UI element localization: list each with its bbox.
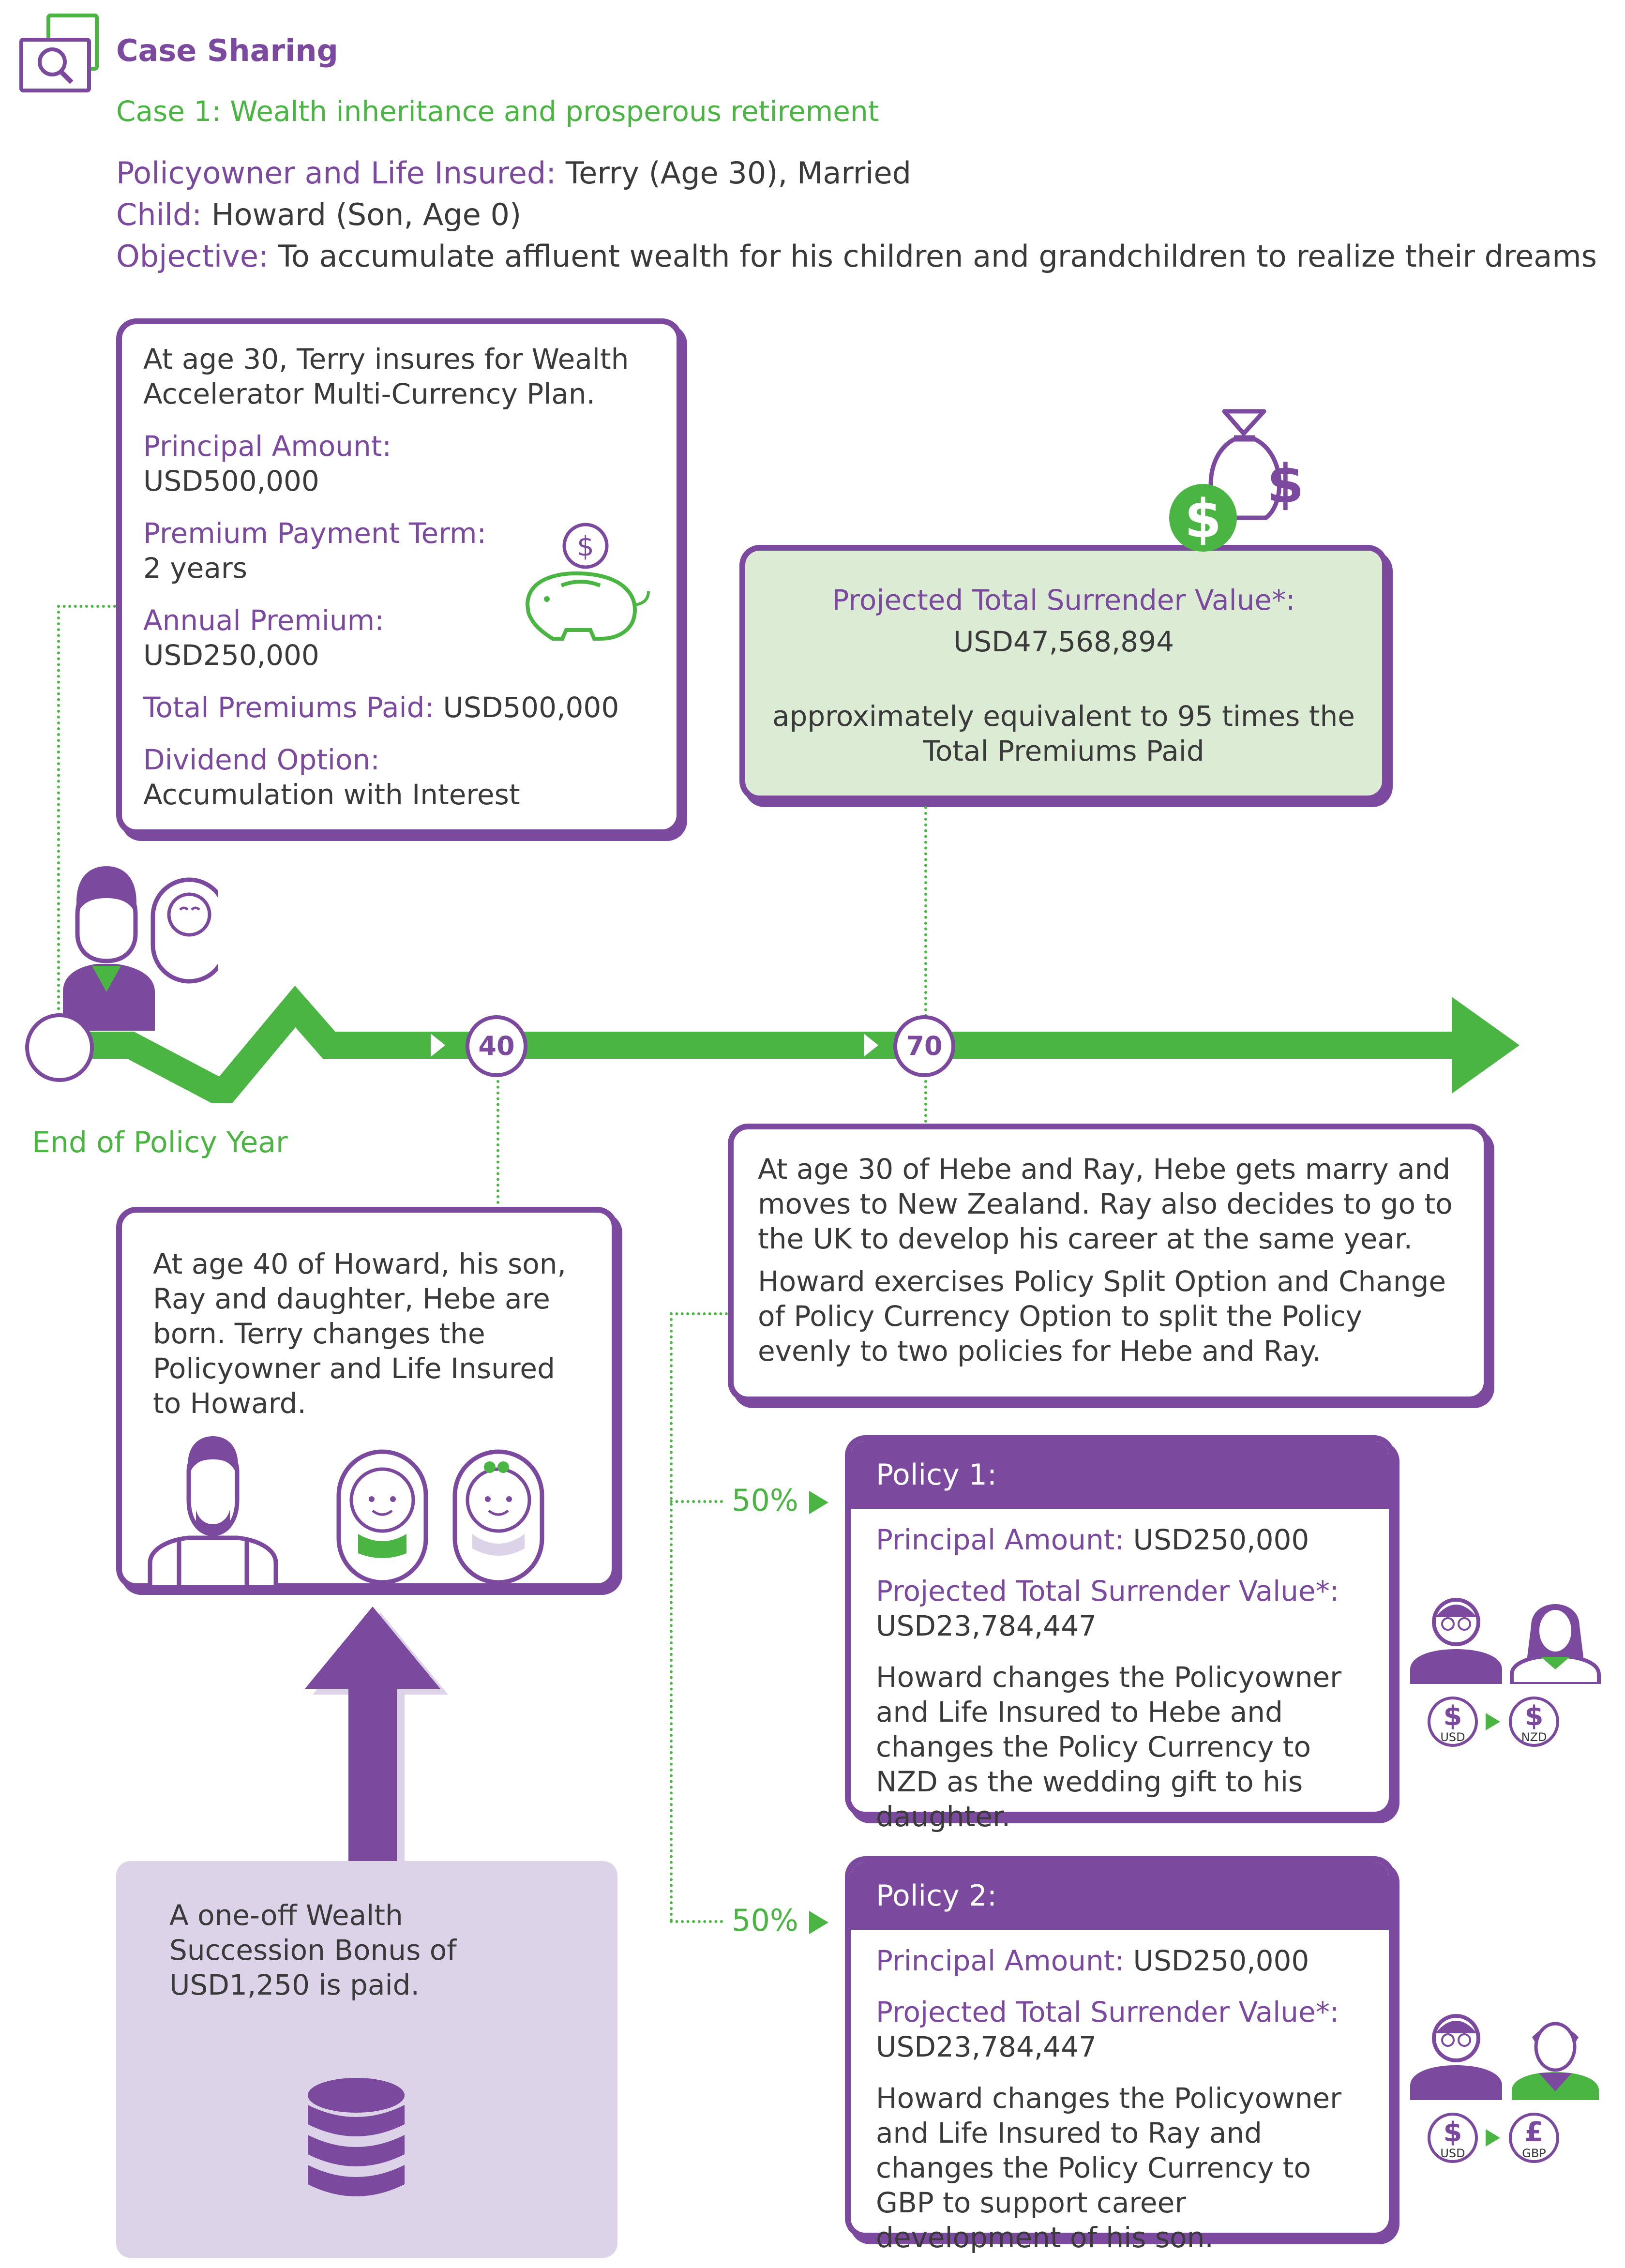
coin-stack-icon [303, 2076, 409, 2202]
split-connector-h [670, 1312, 728, 1315]
policy1-people-icons [1405, 1592, 1609, 1686]
objective-line: Objective: To accumulate affluent wealth… [116, 239, 1597, 274]
policy1-card: Policy 1: Principal Amount: USD250,000 P… [845, 1435, 1395, 1833]
policy2-text: Howard changes the Policyowner and Life … [876, 2082, 1341, 2254]
split1-connector [670, 1500, 723, 1503]
case-sharing-icon [19, 14, 102, 93]
svg-text:$: $ [1267, 453, 1304, 515]
age70-text-1: At age 30 of Hebe and Ray, Hebe gets mar… [758, 1153, 1453, 1255]
money-bag-icon: $ $ [1161, 397, 1326, 552]
timeline-marker-70: 70 [893, 1015, 955, 1077]
term-value: 2 years [143, 552, 247, 585]
family-icons [145, 1432, 547, 1590]
age70-connector [924, 1074, 927, 1123]
timeline-arrow [19, 977, 1520, 1111]
child-line: Child: Howard (Son, Age 0) [116, 197, 522, 232]
policy2-convert-arrow-icon [1486, 2129, 1500, 2147]
age40-text: At age 40 of Howard, his son, Ray and da… [153, 1247, 566, 1420]
policy2-title: Policy 2: [851, 1862, 1389, 1930]
plan-connector-v [57, 605, 60, 1016]
start-node [25, 1013, 94, 1082]
policy2-surrender-label: Projected Total Surrender Value*: [876, 1996, 1339, 2028]
plan-connector-h [57, 605, 116, 608]
surrender-value-box: Projected Total Surrender Value*: USD47,… [739, 545, 1388, 801]
principal-label: Principal Amount: [143, 430, 392, 463]
split2-connector [670, 1920, 723, 1923]
policy2-card: Policy 2: Principal Amount: USD250,000 P… [845, 1856, 1395, 2254]
surrender-label: Projected Total Surrender Value*: [832, 584, 1295, 616]
policy1-surrender-value: USD23,784,447 [876, 1609, 1097, 1642]
terry-avatar [58, 852, 228, 1031]
age70-event-box: At age 30 of Hebe and Ray, Hebe gets mar… [728, 1124, 1490, 1402]
policy1-surrender-label: Projected Total Surrender Value*: [876, 1575, 1339, 1607]
policy2-from-currency-icon: $USD [1428, 2113, 1478, 2163]
policy1-text: Howard changes the Policyowner and Life … [876, 1661, 1341, 1833]
term-label: Premium Payment Term: [143, 517, 486, 550]
split-connector-v [670, 1312, 673, 1922]
total-line: Total Premiums Paid: USD500,000 [143, 691, 619, 724]
policyowner-line: Policyowner and Life Insured: Terry (Age… [116, 155, 912, 191]
surrender-note: approximately equivalent to 95 times the… [772, 700, 1355, 767]
annual-value: USD250,000 [143, 639, 319, 672]
principal-value: USD500,000 [143, 465, 319, 497]
dividend-value: Accumulation with Interest [143, 778, 520, 811]
policy1-convert-arrow-icon [1486, 1713, 1500, 1730]
piggy-bank-icon: $ [508, 518, 653, 648]
policy2-principal: Principal Amount: USD250,000 [876, 1944, 1309, 1977]
policy1-title: Policy 1: [851, 1441, 1389, 1509]
policy2-people-icons [1405, 2008, 1609, 2100]
timeline-marker-40: 40 [466, 1015, 527, 1077]
bonus-text: A one-off Wealth Succession Bonus of USD… [169, 1899, 457, 2001]
policy2-split: 50% [732, 1903, 828, 1938]
section-title: Case Sharing [116, 33, 338, 68]
policy1-to-currency-icon: $NZD [1509, 1697, 1559, 1747]
age70-text-2: Howard exercises Policy Split Option and… [758, 1265, 1446, 1367]
plan-details-box: At age 30, Terry insures for Wealth Acce… [116, 318, 682, 835]
dividend-label: Dividend Option: [143, 743, 380, 776]
surrender-connector [924, 806, 927, 1023]
svg-text:$: $ [577, 531, 594, 562]
case-title: Case 1: Wealth inheritance and prosperou… [116, 95, 879, 128]
annual-label: Annual Premium: [143, 604, 384, 637]
timeline-axis-label: End of Policy Year [32, 1126, 288, 1159]
policy1-from-currency-icon: $USD [1428, 1697, 1478, 1747]
age40-connector [497, 1074, 499, 1210]
policy2-to-currency-icon: £GBP [1509, 2113, 1559, 2163]
svg-text:$: $ [1185, 488, 1222, 550]
surrender-value: USD47,568,894 [953, 625, 1174, 658]
plan-intro: At age 30, Terry insures for Wealth Acce… [143, 343, 629, 410]
policy1-split: 50% [732, 1483, 828, 1518]
policy2-surrender-value: USD23,784,447 [876, 2030, 1097, 2063]
policy1-principal: Principal Amount: USD250,000 [876, 1523, 1309, 1556]
up-arrow [295, 1607, 450, 1869]
